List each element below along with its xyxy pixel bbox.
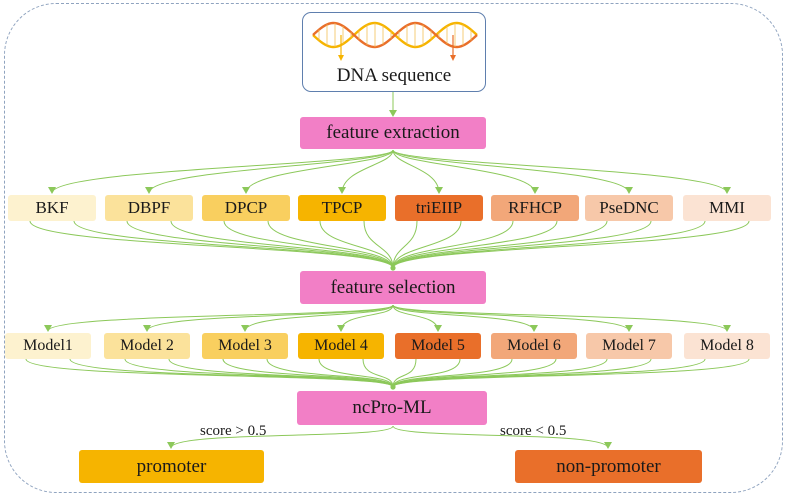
promoter-condition-label: score > 0.5 — [200, 423, 267, 439]
dna-sequence-label: DNA sequence — [336, 65, 452, 86]
connector-selection-to-model — [392, 304, 731, 332]
connector-extraction-to-feature — [392, 149, 731, 194]
connector-model-to-classifier — [392, 358, 557, 388]
outer-frame — [4, 3, 783, 493]
connector-model-to-classifier — [362, 358, 394, 388]
model-box-5: Model 5 — [395, 333, 481, 359]
connector-selection-to-model — [241, 304, 394, 332]
connector-feature-to-selection — [126, 220, 394, 269]
connector-extraction-to-feature — [48, 149, 394, 194]
feature-box-mmi: MMI — [683, 195, 771, 221]
connector-feature-to-selection — [223, 220, 394, 269]
connector-feature-to-selection — [392, 220, 558, 269]
connector-selection-to-model — [392, 304, 538, 332]
ncpro-ml-box: ncPro-ML — [297, 391, 487, 425]
connector-model-to-classifier — [392, 358, 750, 388]
connector-extraction-to-feature — [392, 149, 443, 194]
model-box-1: Model1 — [5, 333, 91, 359]
connector-selection-to-model — [44, 304, 394, 332]
connector-feature-to-selection — [29, 220, 394, 269]
connector-feature-to-selection — [392, 220, 514, 269]
non-promoter-output-box: non-promoter — [515, 450, 702, 483]
model-box-3: Model 3 — [202, 333, 288, 359]
connector-model-to-classifier — [392, 358, 461, 388]
connector-feature-to-selection — [392, 220, 652, 269]
connector-feature-to-selection — [170, 220, 394, 269]
model-box-4: Model 4 — [298, 333, 384, 359]
non-promoter-condition-label: score < 0.5 — [500, 423, 567, 439]
connector-feature-to-selection — [363, 220, 394, 269]
connector-extraction-to-feature — [145, 149, 394, 194]
feature-extraction-box: feature extraction — [300, 117, 486, 149]
connector-selection-to-model — [392, 304, 633, 332]
connector-feature-to-selection — [319, 220, 394, 269]
connector-model-to-classifier — [266, 358, 394, 388]
junction-dot-selection — [390, 265, 396, 271]
connector-feature-to-selection — [267, 220, 394, 269]
connector-extraction-to-feature — [338, 149, 394, 194]
connector-selection-to-model — [392, 304, 442, 332]
junction-dot-classifier — [390, 384, 396, 390]
feature-box-trieiip: triEIIP — [395, 195, 483, 221]
connector-selection-to-model — [337, 304, 394, 332]
feature-box-dpcp: DPCP — [202, 195, 290, 221]
feature-box-dbpf: DBPF — [105, 195, 193, 221]
feature-box-bkf: BKF — [8, 195, 96, 221]
model-box-2: Model 2 — [104, 333, 190, 359]
connector-extraction-to-feature — [392, 149, 539, 194]
connector-model-to-classifier — [392, 358, 513, 388]
dna-sequence-box: DNA sequence — [302, 12, 486, 92]
connector-classifier-to-non-promoter — [392, 425, 612, 449]
connector-feature-to-selection — [73, 220, 394, 269]
promoter-output-box: promoter — [79, 450, 264, 483]
connector-feature-to-selection — [392, 220, 608, 269]
connector-feature-to-selection — [392, 220, 750, 269]
model-box-6: Model 6 — [491, 333, 577, 359]
connector-feature-to-selection — [392, 220, 462, 269]
dna-helix-icon — [312, 21, 478, 61]
feature-box-rfhcp: RFHCP — [491, 195, 579, 221]
connector-feature-to-selection — [392, 220, 418, 269]
feature-selection-box: feature selection — [300, 271, 486, 304]
connector-model-to-classifier — [168, 358, 394, 388]
connector-extraction-to-feature — [242, 149, 394, 194]
model-box-8: Model 8 — [684, 333, 770, 359]
feature-box-tpcp: TPCP — [298, 195, 386, 221]
connector-model-to-classifier — [222, 358, 394, 388]
model-box-7: Model 7 — [586, 333, 672, 359]
connector-classifier-to-promoter — [167, 425, 394, 449]
connector-model-to-classifier — [69, 358, 394, 388]
feature-box-psednc: PseDNC — [585, 195, 673, 221]
connector-extraction-to-feature — [392, 149, 633, 194]
connector-model-to-classifier — [318, 358, 394, 388]
connector-selection-to-model — [143, 304, 394, 332]
connector-feature-to-selection — [392, 220, 706, 269]
